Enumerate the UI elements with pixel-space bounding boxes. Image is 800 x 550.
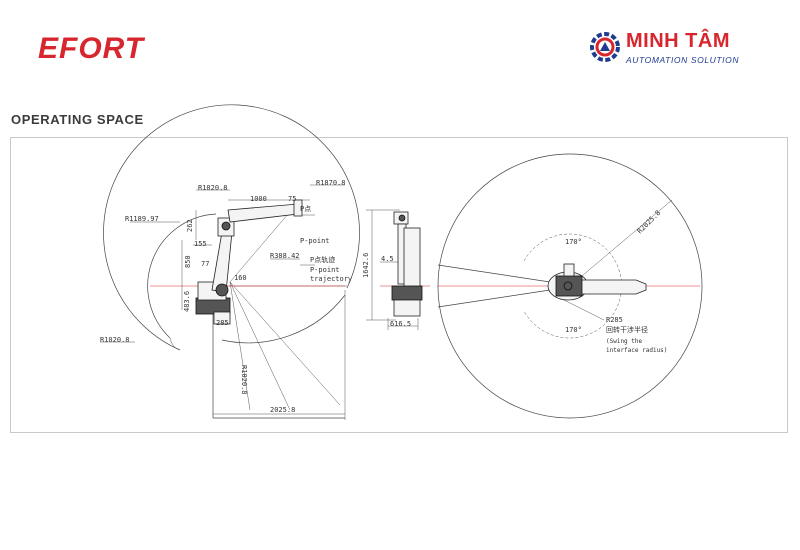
label-75: 75 <box>288 195 296 203</box>
label-p-point-en: P-point <box>300 237 330 245</box>
label-483: 483.6 <box>183 291 191 312</box>
front-view: 1642.6 4.5 616.5 <box>362 209 430 330</box>
label-285: 285 <box>216 319 229 327</box>
label-p-traj-cn: P点轨迹 <box>310 255 335 264</box>
label-r1020-vertical: R1020.8 <box>240 365 248 395</box>
robot-side-silhouette <box>195 199 303 325</box>
label-angle-top: 170° <box>565 238 582 246</box>
outer-reach-arc <box>103 104 360 351</box>
label-swing-cn: 回转干涉半径 <box>606 325 648 334</box>
top-view: 170° 170° R2025.8 R285 回转干涉半径 (Swing the… <box>437 153 703 419</box>
label-616: 616.5 <box>390 320 411 328</box>
label-p-traj-en1: P-point <box>310 266 340 274</box>
label-850: 850 <box>184 255 192 268</box>
gear-icon <box>590 32 620 62</box>
label-1000: 1000 <box>250 195 267 203</box>
label-p-traj-en2: trajectory <box>310 275 352 283</box>
label-swing-en1: (Swing the <box>606 338 643 345</box>
label-1642: 1642.6 <box>362 253 370 278</box>
robot-top-silhouette <box>547 263 647 301</box>
label-r1189: R1189.97 <box>125 215 159 223</box>
section-title: OPERATING SPACE <box>11 112 144 127</box>
label-r388: R388.42 <box>270 252 300 260</box>
label-r2025: R2025.8 <box>636 209 663 236</box>
brand-name: MINH TÂM <box>626 30 730 52</box>
label-p-point-cn: P点 <box>300 205 311 213</box>
label-155: 155 <box>194 240 207 248</box>
operating-space-frame <box>10 137 788 433</box>
brand-tagline: AUTOMATION SOLUTION <box>626 55 740 65</box>
label-160: 160 <box>234 274 247 282</box>
label-77: 77 <box>201 260 209 268</box>
lower-reach-arc <box>221 294 346 344</box>
label-r1870: R1870.8 <box>316 179 346 187</box>
label-r285: R285 <box>606 316 623 324</box>
efort-logo: EFORT <box>38 32 145 65</box>
label-r1020-bottom: R1020.8 <box>100 336 130 344</box>
label-262: 262 <box>186 219 194 232</box>
label-angle-bottom: 170° <box>565 326 582 334</box>
label-swing-en2: interface radius) <box>606 347 667 354</box>
side-view: R1870.8 R1020.8 R1189.97 1000 75 262 155… <box>100 104 360 420</box>
label-r1020-top: R1020.8 <box>198 184 228 192</box>
minh-tam-logo: MINH TÂM AUTOMATION SOLUTION <box>588 28 778 74</box>
robot-front-silhouette <box>391 211 423 317</box>
label-2025: 2025.8 <box>270 406 295 414</box>
inner-reach-arc <box>147 213 217 339</box>
label-4-5: 4.5 <box>381 255 394 263</box>
